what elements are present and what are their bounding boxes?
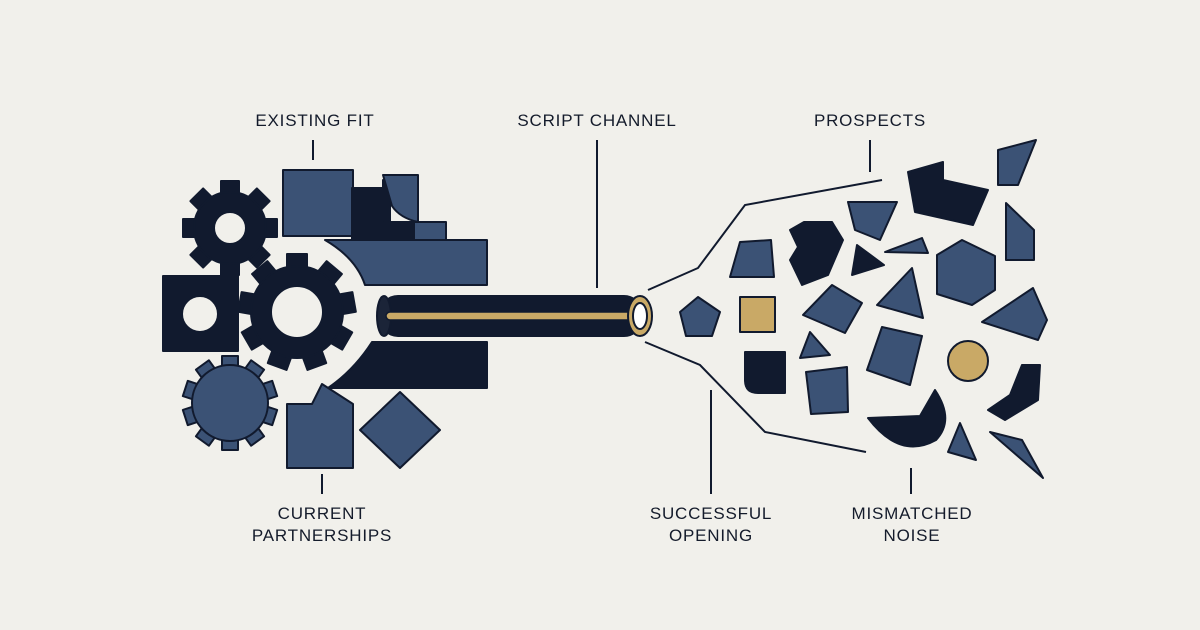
gold-square-icon xyxy=(739,296,776,333)
slate-diamond-large xyxy=(802,284,863,334)
funnel-outline-lower xyxy=(644,341,867,453)
navy-quarter-circle xyxy=(867,389,947,448)
navy-notched-square xyxy=(907,161,989,226)
label-mismatched-noise: MISMATCHED NOISE xyxy=(832,503,992,547)
slate-right-triangle xyxy=(1005,202,1035,261)
navy-rounded-square xyxy=(744,351,786,394)
gear-icon xyxy=(182,180,278,276)
label-successful-opening-line1: SUCCESSFUL xyxy=(649,504,773,523)
slate-small-triangle xyxy=(884,237,929,254)
gold-circle-icon xyxy=(947,340,989,382)
slate-notched-square xyxy=(286,383,354,469)
slate-wedge xyxy=(981,287,1048,341)
navy-ramp-block xyxy=(327,341,488,389)
label-script-channel-text: SCRIPT CHANNEL xyxy=(517,111,677,130)
label-prospects: PROSPECTS xyxy=(790,110,950,132)
label-existing-fit: EXISTING FIT xyxy=(235,110,395,132)
slate-hexagon xyxy=(936,239,996,306)
label-mismatched-noise-line1: MISMATCHED xyxy=(851,504,973,523)
funnel-outline xyxy=(647,179,883,291)
navy-triangle xyxy=(851,244,885,276)
slate-triangle-center xyxy=(876,267,924,319)
slate-curved-block xyxy=(324,239,488,286)
label-mismatched-noise-line2: NOISE xyxy=(883,526,941,545)
label-current-partnerships-line2: PARTNERSHIPS xyxy=(251,526,393,545)
navy-arrow-shape xyxy=(987,364,1041,421)
slate-pentagon xyxy=(679,296,721,337)
label-successful-opening-line2: OPENING xyxy=(668,526,753,545)
label-current-partnerships-line1: CURRENT xyxy=(277,504,367,523)
slate-square-tilted xyxy=(866,326,923,386)
slate-block xyxy=(282,169,354,237)
square-with-hole-icon xyxy=(162,275,239,352)
label-current-partnerships: CURRENT PARTNERSHIPS xyxy=(242,503,402,547)
slate-parallelogram xyxy=(847,201,898,241)
label-script-channel: SCRIPT CHANNEL xyxy=(497,110,697,132)
label-prospects-text: PROSPECTS xyxy=(813,111,927,130)
label-existing-fit-text: EXISTING FIT xyxy=(255,111,375,130)
slate-diamond xyxy=(359,391,441,469)
slate-kite xyxy=(997,139,1037,186)
label-successful-opening: SUCCESSFUL OPENING xyxy=(631,503,791,547)
slate-quad xyxy=(729,239,775,278)
gear-icon xyxy=(237,253,357,371)
slate-small-triangle-left xyxy=(799,331,831,359)
slate-square-bottom xyxy=(805,366,849,415)
slate-shard xyxy=(947,422,977,461)
gear-silhouette-icon xyxy=(181,355,279,451)
script-channel-tube xyxy=(376,295,653,337)
navy-broken-square xyxy=(789,221,844,286)
slate-shard-right xyxy=(989,431,1044,479)
